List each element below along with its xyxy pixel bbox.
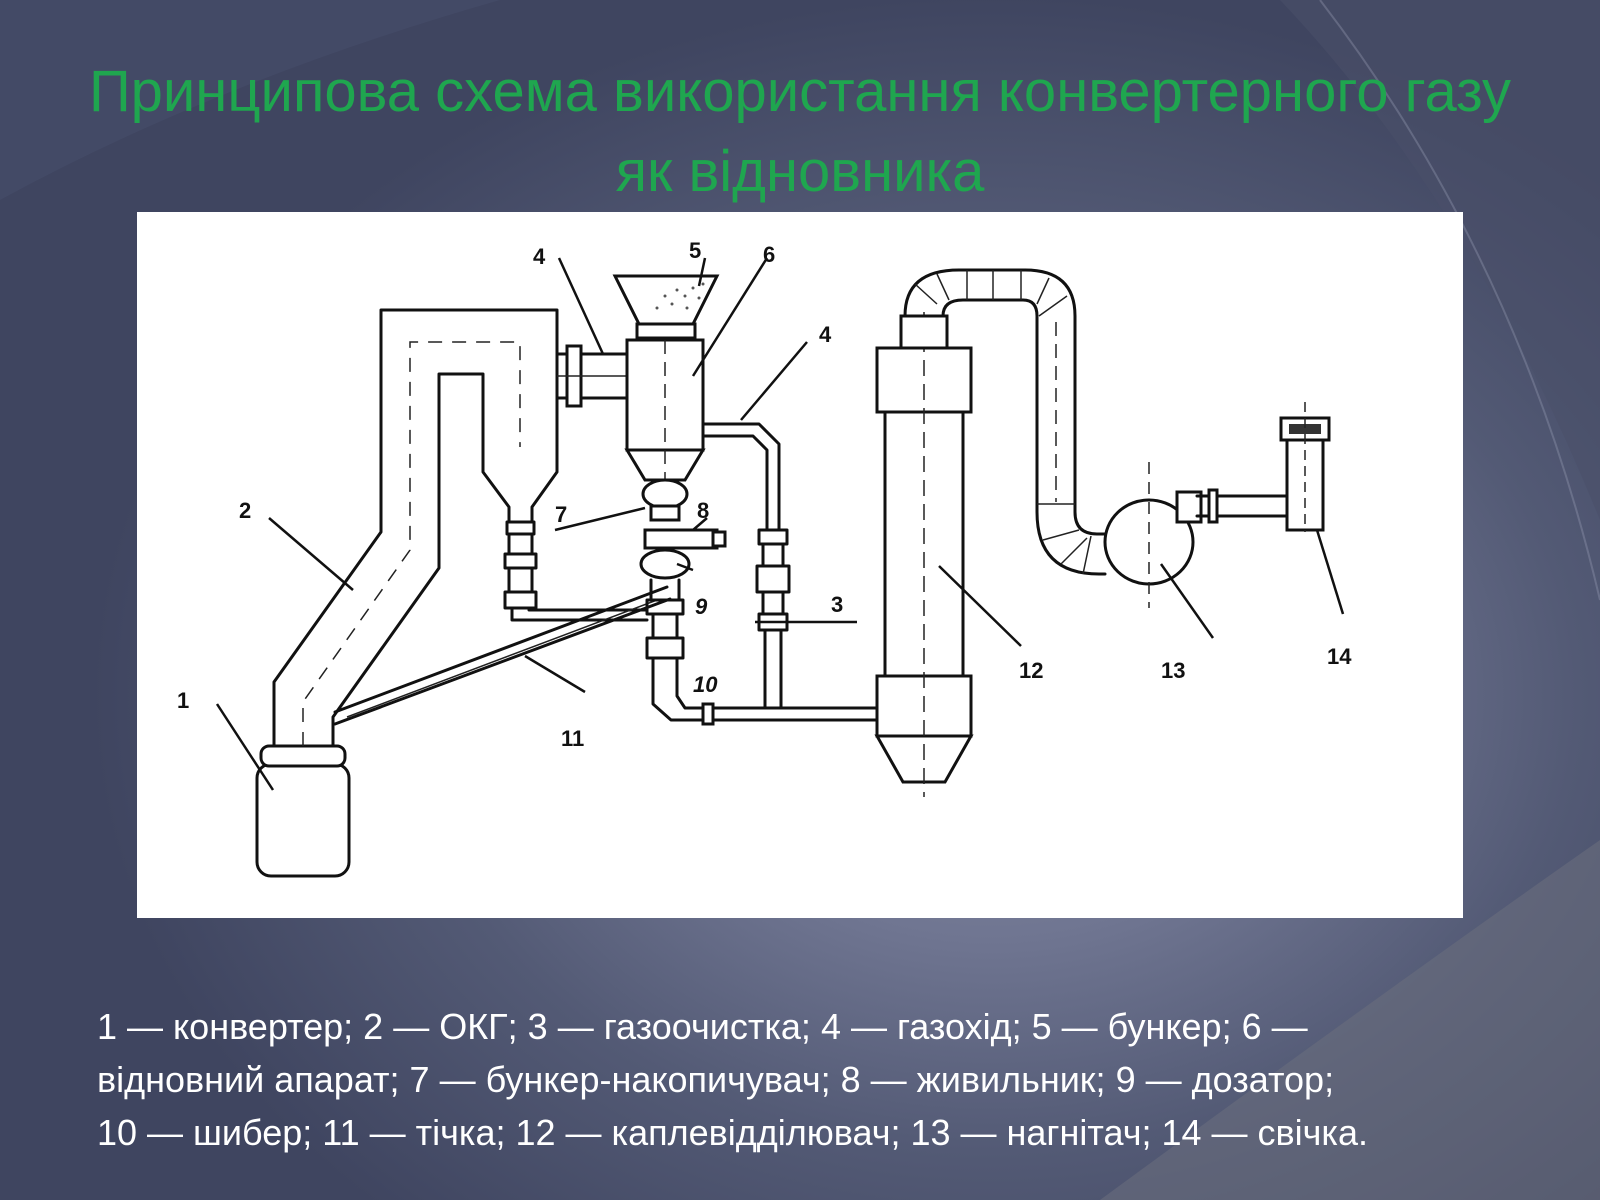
label-3: 3 (831, 592, 843, 617)
slide-gate-pipe (651, 676, 889, 726)
label-12: 12 (1019, 658, 1043, 683)
label-4-lower: 4 (819, 322, 832, 347)
leader-lines (215, 257, 1345, 791)
label-11: 11 (561, 726, 584, 751)
gas-duct-upper (555, 344, 629, 408)
flare-stack (1279, 402, 1331, 532)
slide-title-line-2: як відновника (615, 139, 985, 204)
legend-line-3: 10 — шибер; 11 — тічка; 12 — каплевідділ… (97, 1112, 1368, 1153)
droplet-separator (874, 312, 974, 797)
doser (639, 548, 691, 680)
process-diagram: 1 2 3 4 4 5 6 7 8 9 10 11 12 13 14 (137, 212, 1463, 918)
bunker-hopper (612, 274, 720, 340)
label-14: 14 (1327, 644, 1352, 669)
label-7: 7 (555, 502, 567, 527)
okg-cooler (272, 308, 649, 748)
blower (1103, 462, 1289, 608)
process-diagram-drawing: 1 2 3 4 4 5 6 7 8 9 10 11 12 13 14 (177, 238, 1352, 878)
label-10: 10 (693, 672, 718, 697)
converter-vessel (255, 744, 351, 878)
label-9: 9 (695, 594, 708, 619)
label-5: 5 (689, 238, 701, 263)
label-2: 2 (239, 498, 251, 523)
chute (333, 585, 672, 726)
label-6: 6 (763, 242, 775, 267)
slide-title-line-1: Принципова схема використання конвертерн… (88, 59, 1512, 124)
outlet-duct (903, 268, 1107, 576)
slide-title: Принципова схема використання конвертерн… (20, 52, 1580, 212)
label-1: 1 (177, 688, 189, 713)
label-8: 8 (697, 498, 709, 523)
legend-line-2: відновний апарат; 7 — бункер-накопичувач… (97, 1059, 1335, 1100)
storage-bunker (641, 478, 689, 522)
reduction-reactor (624, 338, 706, 482)
diagram-legend: 1 — конвертер; 2 — ОКГ; 3 — газоочистка;… (97, 1000, 1537, 1159)
gas-duct-lower (701, 422, 781, 532)
label-13: 13 (1161, 658, 1185, 683)
feeder (643, 528, 727, 550)
legend-line-1: 1 — конвертер; 2 — ОКГ; 3 — газоочистка;… (97, 1006, 1308, 1047)
gas-cleaning (755, 528, 791, 710)
label-4-upper: 4 (533, 244, 546, 269)
